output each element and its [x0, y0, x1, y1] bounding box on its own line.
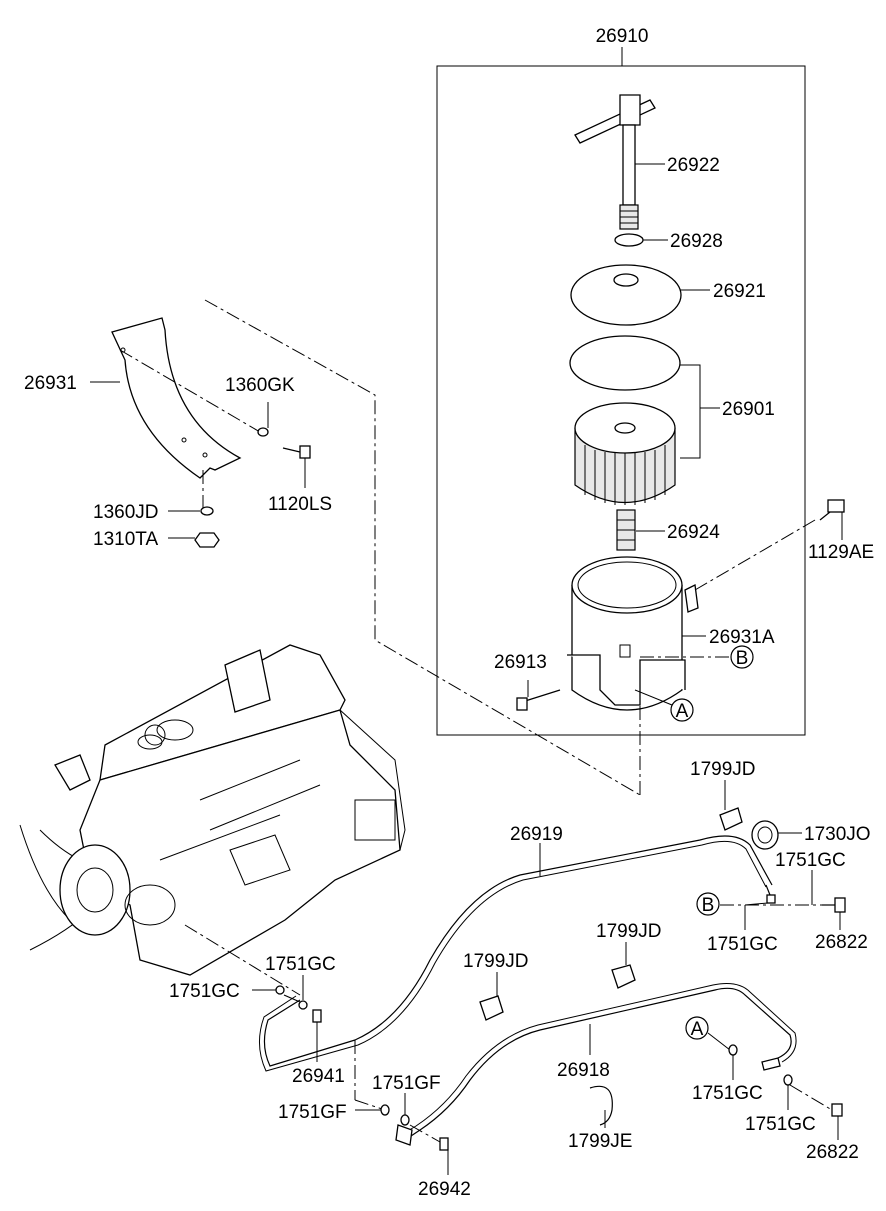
label-26942: 26942	[418, 1179, 471, 1200]
bolt-26913-part	[516, 689, 561, 711]
gasket-ring-part	[569, 335, 681, 391]
fuel-line-26919	[263, 835, 773, 1067]
filter-cover-part	[570, 264, 682, 326]
label-1360gk: 1360GK	[225, 375, 295, 396]
washer-1751gf-a	[380, 1104, 390, 1116]
clip-1799jd-top	[719, 807, 743, 831]
engine-part	[19, 644, 406, 976]
label-26822-top: 26822	[815, 932, 868, 953]
grommet-1730jo-part	[751, 820, 779, 850]
washer-1751gc-right	[766, 894, 776, 904]
label-26931a: 26931A	[709, 627, 775, 648]
bolt-26941-part	[312, 1009, 322, 1023]
label-1730jo: 1730JO	[804, 824, 871, 845]
label-1799jd-top: 1799JD	[690, 759, 756, 780]
label-26922: 26922	[667, 155, 720, 176]
clip-1799je-part	[589, 1085, 613, 1126]
label-1129ae: 1129AE	[808, 542, 874, 563]
fuel-line-26918	[404, 987, 792, 1141]
filter-housing-part	[567, 556, 699, 711]
washer-1360jd-part	[200, 506, 214, 516]
washer-1360gk-part	[257, 427, 269, 437]
label-1751gc-left-b: 1751GC	[265, 954, 336, 975]
label-26919: 26919	[510, 824, 563, 845]
marker-a-lower: A	[685, 1016, 709, 1040]
bolt-1129ae-part	[819, 499, 845, 521]
label-26931: 26931	[24, 373, 77, 394]
label-26924: 26924	[667, 522, 720, 543]
bolt-26822-bottom	[831, 1103, 843, 1117]
label-1751gc-left-a: 1751GC	[169, 981, 240, 1002]
nut-1310ta-part	[194, 532, 220, 548]
washer-1751gc-left-a	[275, 985, 285, 995]
label-26918: 26918	[557, 1060, 610, 1081]
o-ring-part	[614, 233, 644, 247]
label-1799jd-mid-right: 1799JD	[596, 921, 662, 942]
washer-1751gc-left-b	[298, 1000, 308, 1010]
label-26941: 26941	[292, 1066, 345, 1087]
washer-1751gc-bottom-a	[728, 1044, 738, 1056]
clip-1799jd-mid-right	[611, 964, 636, 989]
bolt-1120ls-part	[282, 445, 311, 459]
svg-text:B: B	[702, 895, 715, 916]
bolt-26822-top	[822, 897, 846, 913]
label-1751gc-right-mid: 1751GC	[707, 934, 778, 955]
svg-text:B: B	[736, 648, 749, 669]
label-1751gc-bottom-a: 1751GC	[692, 1083, 763, 1104]
label-1120ls: 1120LS	[268, 494, 332, 515]
label-26913: 26913	[494, 652, 547, 673]
label-1751gc-right-top: 1751GC	[775, 850, 846, 871]
label-1751gf-a: 1751GF	[278, 1102, 347, 1123]
bracket-part	[111, 317, 242, 479]
label-26910: 26910	[596, 26, 649, 47]
label-1799je: 1799JE	[568, 1131, 632, 1152]
label-26921: 26921	[713, 281, 766, 302]
label-1799jd-mid-left: 1799JD	[463, 951, 529, 972]
washer-1751gf-b	[400, 1114, 410, 1126]
label-26822-bottom: 26822	[806, 1142, 859, 1163]
bolt-26942-part	[439, 1137, 449, 1151]
marker-a-upper: A	[670, 698, 694, 722]
filter-element-part	[574, 402, 676, 505]
nipple-part	[616, 509, 636, 551]
label-1360jd: 1360JD	[93, 502, 159, 523]
marker-b-lower: B	[696, 892, 720, 916]
marker-b-upper: B	[730, 645, 754, 669]
label-26901: 26901	[722, 399, 775, 420]
svg-text:A: A	[691, 1019, 704, 1040]
clip-1799jd-mid-left	[479, 995, 504, 1021]
label-1751gc-bottom-b: 1751GC	[745, 1114, 816, 1135]
filter-assembly-frame	[436, 47, 806, 736]
label-26928: 26928	[670, 231, 723, 252]
label-1310ta: 1310TA	[93, 529, 158, 550]
label-1751gf-b: 1751GF	[372, 1073, 441, 1094]
t-handle-part	[574, 94, 656, 230]
washer-1751gc-bottom-b	[783, 1074, 793, 1086]
svg-text:A: A	[676, 701, 689, 722]
